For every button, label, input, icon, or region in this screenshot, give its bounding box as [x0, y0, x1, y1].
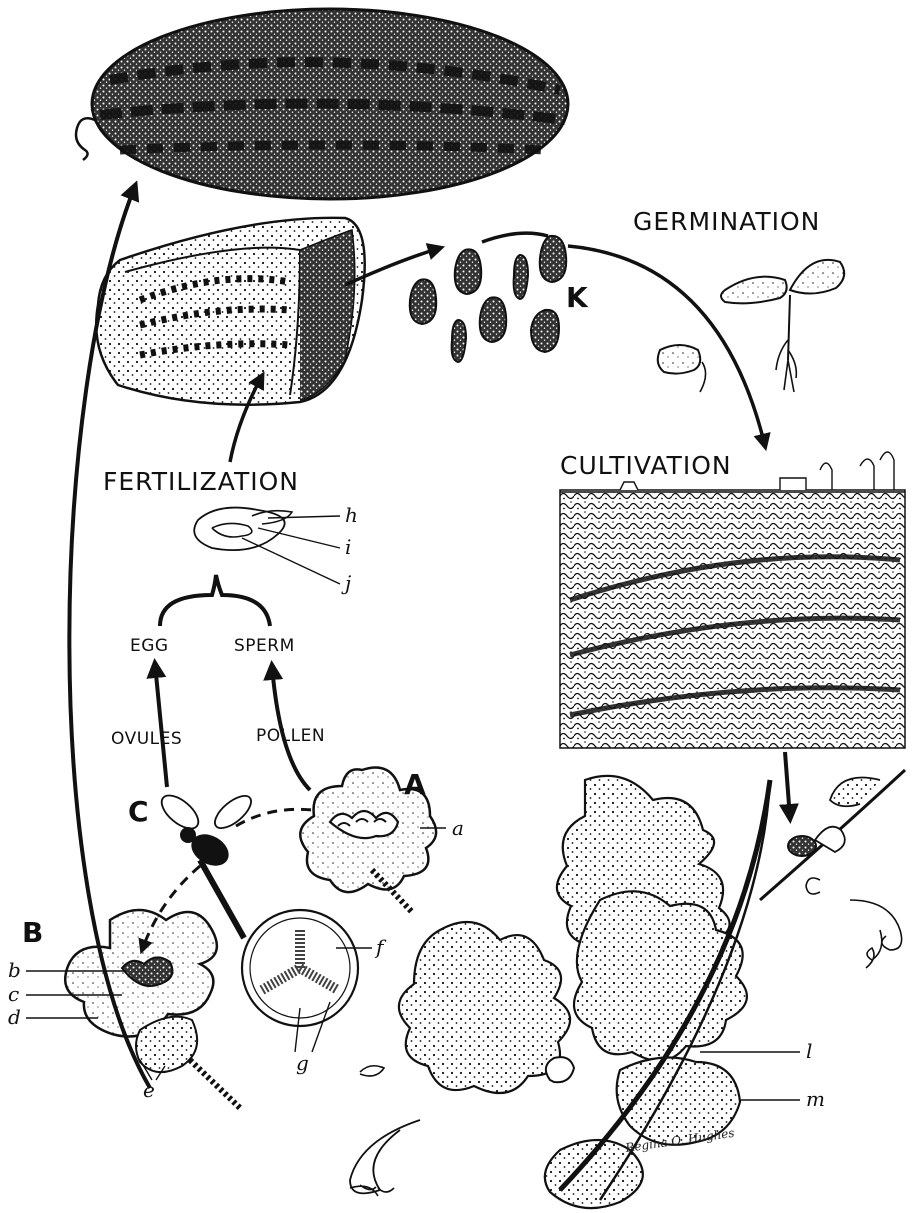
cut-watermelon [96, 218, 364, 405]
label-b: B [22, 916, 43, 949]
seedling-illustration [658, 260, 844, 392]
part-d: d [8, 1005, 21, 1029]
pollen-label: POLLEN [256, 726, 325, 746]
part-i: i [345, 535, 351, 559]
label-c: C [128, 795, 149, 828]
part-h: h [345, 503, 358, 527]
part-b: b [8, 958, 21, 982]
egg-label: EGG [130, 636, 169, 656]
germination-label: GERMINATION [633, 207, 820, 236]
fertilization-label: FERTILIZATION [103, 467, 299, 496]
cultivation-label: CULTIVATION [560, 451, 732, 480]
part-c: c [8, 982, 19, 1006]
whole-watermelon [76, 9, 568, 199]
part-j: j [341, 571, 351, 595]
fertilization-sketch [194, 508, 292, 551]
cultivation-field-illustration [560, 452, 905, 748]
part-g: g [296, 1051, 309, 1075]
seeds-group [410, 236, 566, 362]
label-a: A [404, 768, 426, 801]
part-a: a [452, 816, 464, 840]
part-e: e [143, 1078, 155, 1102]
part-f: f [374, 935, 387, 959]
sperm-label: SPERM [234, 636, 295, 656]
part-l: l [806, 1039, 812, 1063]
part-m: m [806, 1087, 825, 1111]
label-k: K [566, 281, 589, 314]
ovules-label: OVULES [111, 729, 182, 749]
